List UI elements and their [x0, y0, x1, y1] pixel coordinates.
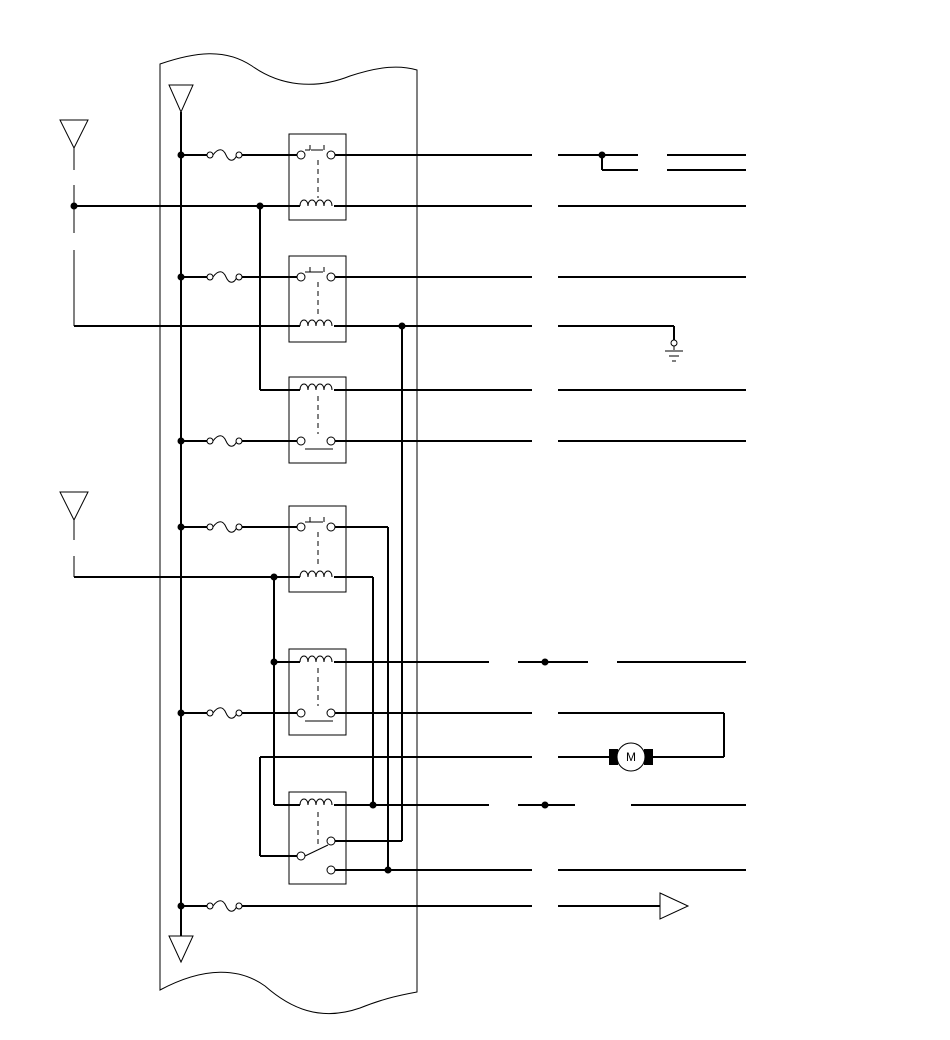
external-wiring [518, 151, 746, 907]
relay-2 [242, 255, 347, 343]
relay-3 [242, 376, 347, 464]
relay-1 [181, 133, 347, 221]
external-input-1-icon [59, 119, 89, 150]
fuse-3 [181, 435, 243, 447]
fuse-6 [181, 900, 243, 912]
external-input-2-icon [59, 491, 89, 522]
motor-label: M [626, 750, 636, 764]
relay-4 [242, 505, 347, 593]
power-source-bottom-icon [168, 935, 194, 964]
junction-dots [70, 151, 406, 910]
output-arrow-icon [659, 892, 690, 920]
relay-5 [242, 648, 347, 736]
relay-6-changeover [288, 791, 347, 885]
power-source-top-icon [168, 84, 194, 114]
fuse-2 [181, 271, 243, 283]
fuse-1 [181, 149, 243, 161]
motor-icon: M [609, 742, 653, 772]
junction-box-outline [159, 53, 418, 1015]
ground-icon [665, 346, 683, 362]
fuse-4 [181, 521, 243, 533]
fuse-5 [181, 707, 243, 719]
